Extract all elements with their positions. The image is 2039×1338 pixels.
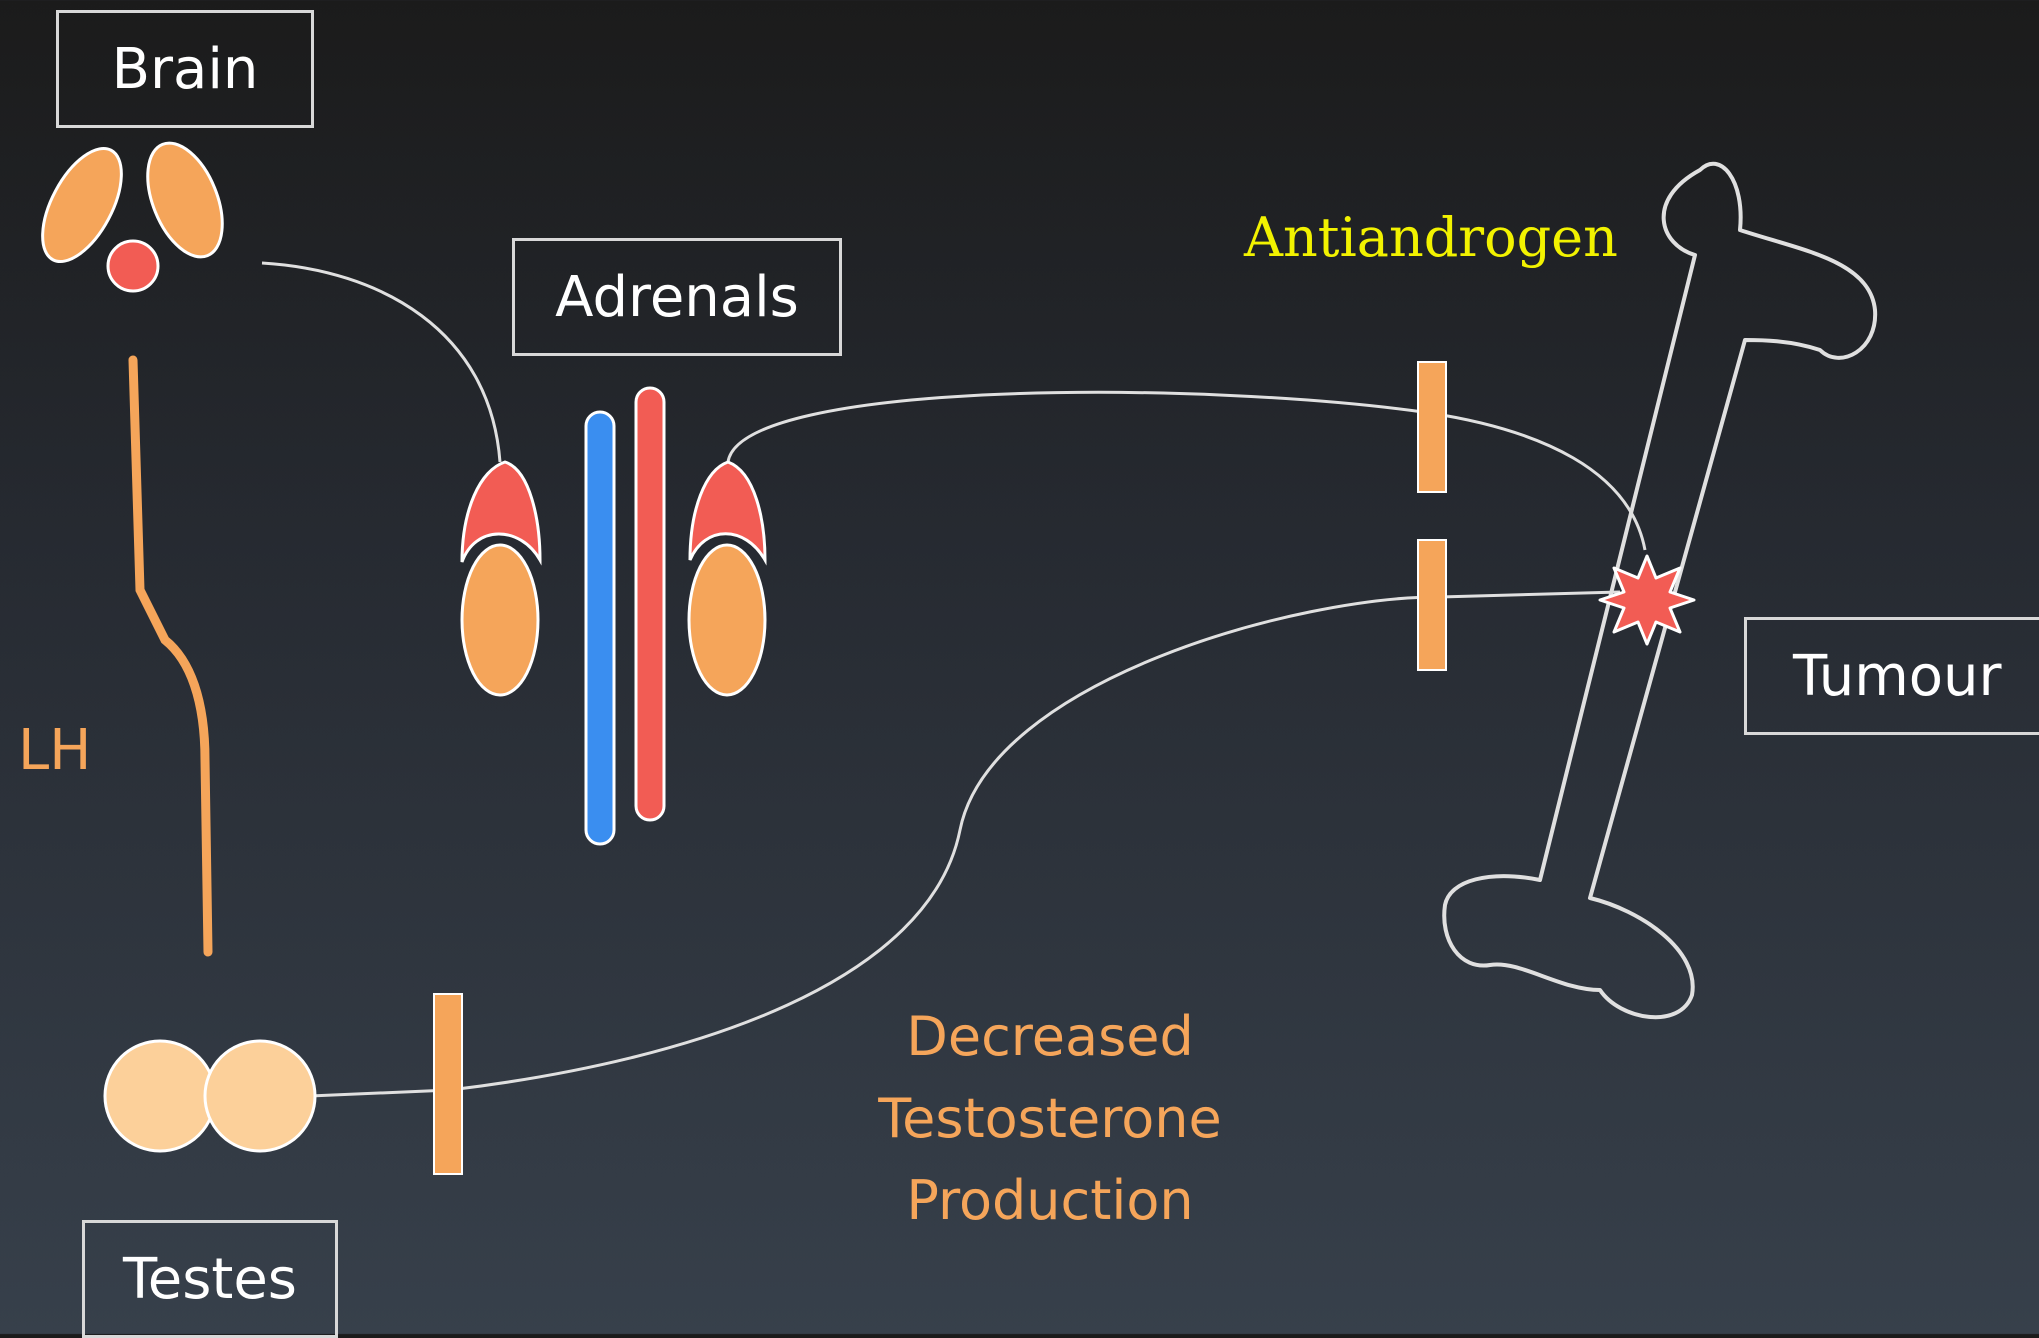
artery-icon bbox=[636, 388, 664, 820]
adrenal-to-tumour-line bbox=[728, 392, 1645, 550]
right-kidney-adrenal-icon bbox=[689, 462, 765, 695]
decreased-line-3: Production bbox=[860, 1160, 1240, 1242]
tumour-label-box: Tumour bbox=[1744, 617, 2039, 735]
testes-label-box: Testes bbox=[82, 1220, 338, 1338]
testes-blockade-bar-lower bbox=[434, 994, 462, 1174]
lh-label: LH bbox=[18, 718, 91, 783]
decreased-line-2: Testosterone bbox=[860, 1078, 1240, 1160]
adrenals-label: Adrenals bbox=[555, 265, 799, 330]
tumour-label: Tumour bbox=[1793, 644, 2002, 709]
tumour-starburst-icon bbox=[1600, 556, 1694, 644]
brain-label-box: Brain bbox=[56, 10, 314, 128]
brain-pituitary-icon bbox=[26, 132, 237, 291]
antiandrogen-label: Antiandrogen bbox=[1244, 206, 1618, 269]
adrenals-label-box: Adrenals bbox=[512, 238, 842, 356]
testes-icon bbox=[105, 1041, 315, 1151]
brain-to-adrenal-line bbox=[262, 263, 500, 462]
testes-blockade-bar-upper bbox=[1418, 540, 1446, 670]
vein-icon bbox=[586, 412, 614, 844]
lh-pathway-line bbox=[133, 360, 208, 952]
decreased-testosterone-label: Decreased Testosterone Production bbox=[860, 996, 1240, 1242]
brain-label: Brain bbox=[112, 37, 259, 102]
adrenal-blockade-bar bbox=[1418, 362, 1446, 492]
decreased-line-1: Decreased bbox=[860, 996, 1240, 1078]
testes-label: Testes bbox=[123, 1247, 297, 1312]
left-kidney-adrenal-icon bbox=[462, 462, 540, 695]
